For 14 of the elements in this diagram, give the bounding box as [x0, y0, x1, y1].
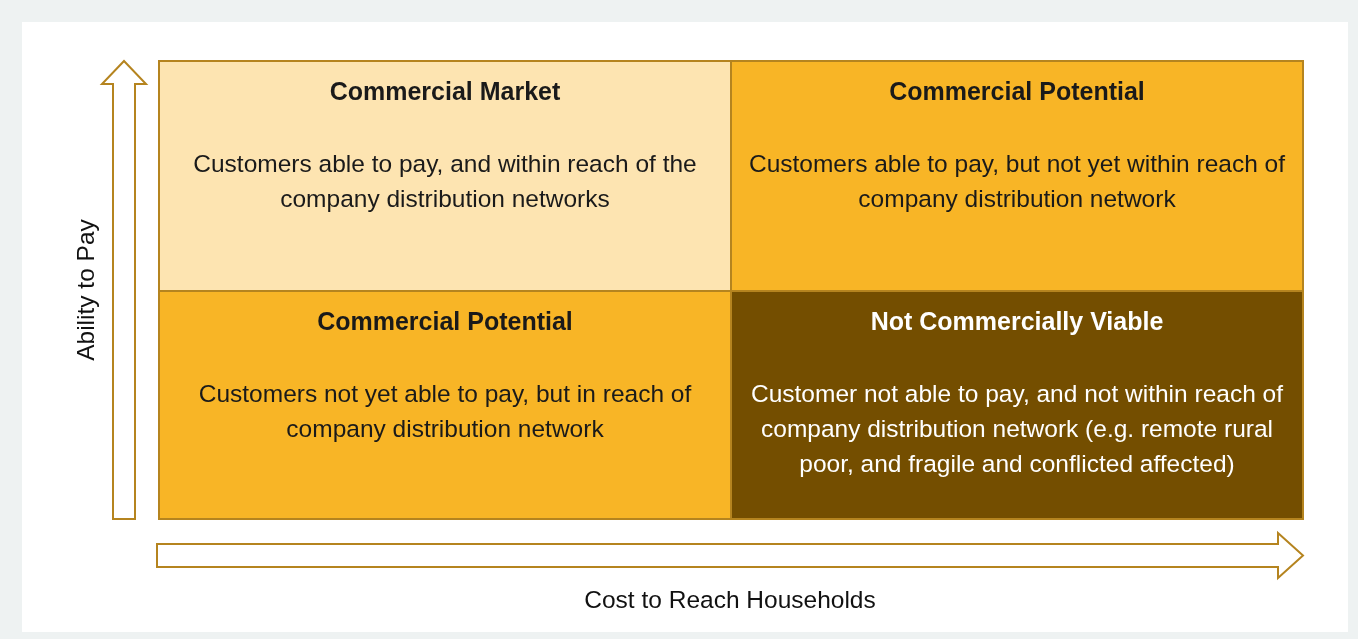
quadrant-description: Customer not able to pay, and not within reach of company distribution network (e.g. remote rural poor, and fragile and conflicted affected): [749, 379, 1285, 479]
quadrant-box: [158, 290, 732, 520]
quadrant-heading: Commercial Market: [328, 76, 562, 106]
quadrant-box: [730, 290, 1304, 520]
quadrant-heading: Commercial Potential: [316, 306, 574, 336]
axis-label: Ability to Pay: [72, 219, 100, 361]
quadrant-box: [158, 60, 732, 292]
quadrant-box: [730, 60, 1304, 292]
quadrant-description: Customers able to pay, and within reach of the company distribution networks: [192, 149, 698, 214]
axis-label: Cost to Reach Households: [584, 586, 876, 614]
quadrant-description: Customers not yet able to pay, but in reach of company distribution network: [197, 379, 693, 444]
quadrant-description: Customers able to pay, but not yet within reach of company distribution network: [748, 149, 1286, 214]
quadrant-heading: Commercial Potential: [888, 76, 1146, 106]
quadrant-heading: Not Commercially Viable: [869, 306, 1165, 336]
